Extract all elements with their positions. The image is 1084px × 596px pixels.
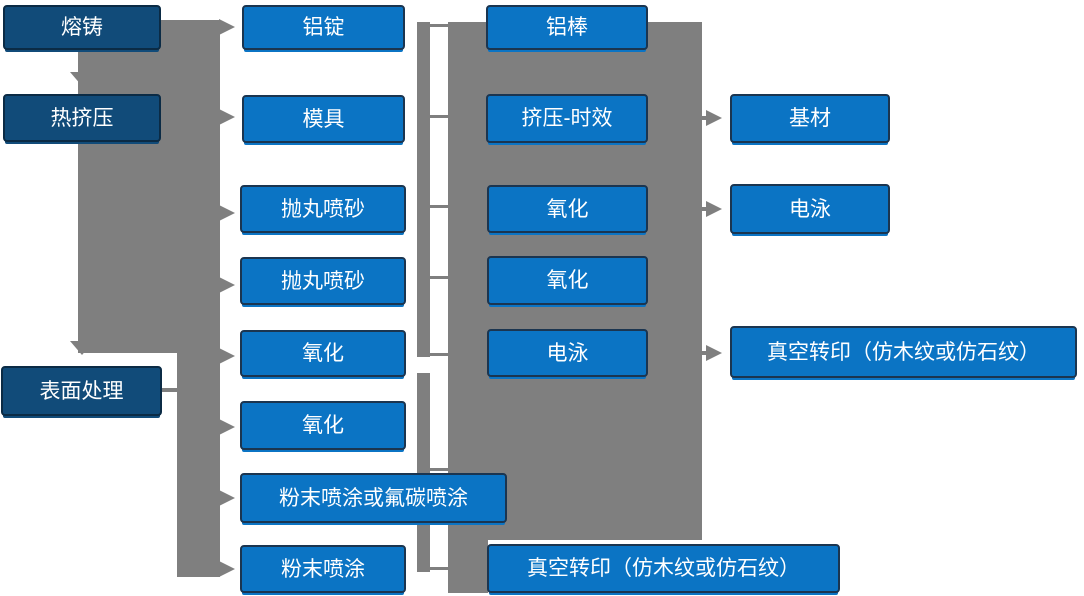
arrow-right-icon-to-yanghua-c2b — [219, 419, 235, 435]
flow-node-paowan2: 抛丸喷砂 — [240, 257, 406, 305]
flow-node-muju: 模具 — [242, 95, 405, 143]
connector-tick-busa-row3 — [429, 205, 449, 208]
connector-tick-busa-row1 — [429, 24, 449, 27]
flow-node-biaomianchuli: 表面处理 — [1, 366, 162, 416]
connector-stem-to-zhenkong-c4 — [701, 351, 708, 355]
arrow-right-icon-to-jicai — [706, 110, 722, 126]
flow-node-paowan1: 抛丸喷砂 — [240, 185, 406, 233]
connector-stem-to-dianyong-c4 — [701, 207, 708, 211]
connector-stem-to-jicai — [701, 116, 708, 120]
arrow-right-icon-to-fenmo — [219, 561, 235, 577]
connector-bus-a — [417, 22, 430, 357]
connector-tick-busa-row2 — [429, 115, 449, 118]
connector-trunk-lower — [177, 353, 220, 577]
arrow-right-icon-to-paowan2 — [219, 277, 235, 293]
flow-node-yanghua-c3a: 氧化 — [487, 185, 648, 233]
arrow-right-icon-to-yanghua-c2a — [219, 348, 235, 364]
arrow-right-icon-to-fenmo-futan — [219, 490, 235, 506]
flow-node-yanghua-c3b: 氧化 — [487, 256, 648, 305]
flow-node-fenmo: 粉末喷涂 — [240, 545, 406, 593]
flow-node-dianyong-c4: 电泳 — [730, 184, 890, 234]
flow-node-zhenkong-c3: 真空转印（仿木纹或仿石纹） — [487, 544, 840, 593]
flow-node-zhenkong-c4: 真空转印（仿木纹或仿石纹） — [730, 326, 1077, 378]
connector-big-block-ext — [448, 540, 488, 593]
arrow-right-icon-to-dianyong-c4 — [706, 201, 722, 217]
flow-node-dianyong-c3: 电泳 — [487, 329, 648, 377]
connector-tick-busa-row4 — [429, 276, 449, 279]
arrow-down-icon-to-biaomianchuli — [70, 341, 94, 355]
arrow-right-icon-to-paowan1 — [219, 205, 235, 221]
arrow-down-icon-to-rejiya — [70, 72, 94, 86]
connector-tick-busb-row8 — [429, 567, 449, 570]
flow-node-lvding: 铝锭 — [242, 5, 405, 50]
flow-node-yanghua-c2b: 氧化 — [240, 401, 406, 450]
flow-node-jiya-shixiao: 挤压-时效 — [486, 94, 648, 143]
connector-tick-busb-row7 — [429, 468, 449, 471]
arrow-right-icon-to-zhenkong-c4 — [706, 345, 722, 361]
flow-node-yanghua-c2a: 氧化 — [240, 330, 406, 377]
flow-node-fenmo-futan: 粉末喷涂或氟碳喷涂 — [240, 473, 507, 523]
connector-trunk-vertical — [78, 20, 220, 353]
arrow-right-icon-to-muju — [219, 109, 235, 125]
connector-link-biaomianchuli — [161, 388, 179, 392]
flow-node-jicai: 基材 — [730, 94, 890, 143]
flow-node-lvbang: 铝棒 — [486, 5, 648, 50]
flow-node-rongzhu: 熔铸 — [3, 5, 161, 50]
connector-tick-busa-row5 — [429, 353, 449, 356]
flow-node-rejiya: 热挤压 — [3, 94, 161, 142]
arrow-right-icon-to-lvding — [219, 19, 235, 35]
